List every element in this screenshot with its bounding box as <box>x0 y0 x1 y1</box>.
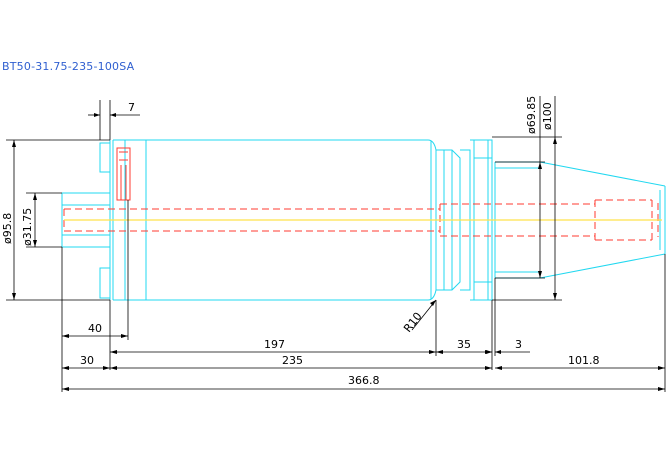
dim-label-d2: ø69.85 <box>525 96 538 134</box>
dimension-labels: 7 ø69.85 ø100 ø95.8 ø31.75 R10 40 197 35… <box>1 96 600 387</box>
dim-label-d8: 197 <box>264 338 285 351</box>
dim-label-d4: ø95.8 <box>1 213 14 244</box>
drawing-title: BT50-31.75-235-100SA <box>2 60 135 73</box>
dim-label-d10: 3 <box>515 338 522 351</box>
dim-label-d7: 40 <box>88 322 102 335</box>
dim-label-d5: ø31.75 <box>21 208 34 246</box>
dim-label-d1: 7 <box>128 101 135 114</box>
hidden-bore-lines <box>63 147 659 241</box>
dim-label-d9: 35 <box>457 338 471 351</box>
dim-label-d6: R10 <box>401 310 425 335</box>
dim-label-d11: 30 <box>80 354 94 367</box>
dim-label-d13: 101.8 <box>568 354 600 367</box>
dim-label-d14: 366.8 <box>348 374 380 387</box>
dim-label-d3: ø100 <box>541 102 554 130</box>
dimension-lines <box>6 96 666 392</box>
dim-label-d12: 235 <box>282 354 303 367</box>
